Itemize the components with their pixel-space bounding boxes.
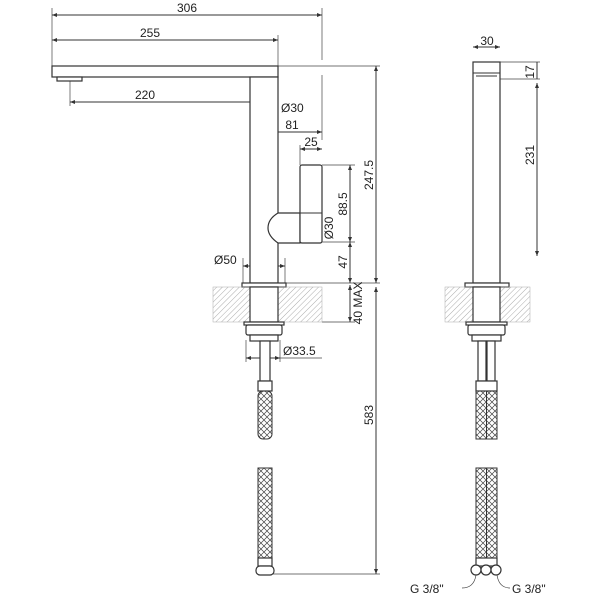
leader-line bbox=[496, 574, 511, 589]
dim-body-diameter: Ø30 bbox=[281, 101, 304, 115]
dim-front-width: 30 bbox=[480, 34, 494, 48]
front-base-flange bbox=[464, 282, 510, 288]
front-shank-end bbox=[471, 334, 502, 342]
hose-connector bbox=[480, 564, 492, 576]
front-countertop-right bbox=[499, 286, 531, 323]
countertop-left bbox=[212, 286, 251, 323]
hose-connector bbox=[490, 564, 502, 576]
front-view: 30 17 231 G 3/8" G 3/8" bbox=[410, 34, 546, 596]
hose-ferrule bbox=[257, 380, 273, 392]
dim-spout-thickness: 17 bbox=[523, 65, 537, 79]
connection-label-right: G 3/8" bbox=[512, 582, 546, 596]
dim-overall-reach: 306 bbox=[177, 1, 197, 15]
dim-base-diameter: Ø50 bbox=[214, 253, 237, 267]
base-flange bbox=[241, 282, 287, 288]
spout bbox=[51, 65, 279, 78]
tap-body bbox=[249, 76, 279, 284]
front-countertop-left bbox=[444, 286, 474, 323]
side-view: 306 255 220 Ø30 81 25 88.5 Ø30 47 247.5 … bbox=[51, 1, 380, 576]
dim-body-to-handle: 81 bbox=[285, 118, 299, 132]
dim-handle-width: 25 bbox=[304, 135, 318, 149]
shank-end bbox=[249, 334, 279, 342]
braided-hose-lower bbox=[257, 467, 273, 559]
handle-hub bbox=[267, 212, 301, 244]
shank bbox=[249, 286, 279, 323]
front-body bbox=[472, 61, 501, 284]
leader-line bbox=[461, 574, 477, 589]
dim-shank-diameter: Ø33.5 bbox=[283, 344, 316, 358]
countertop-right bbox=[277, 286, 323, 323]
dim-handle-height: 88.5 bbox=[336, 192, 350, 216]
front-hose-ferrule bbox=[475, 380, 498, 392]
handle-lever bbox=[299, 164, 323, 244]
mounting-nut bbox=[245, 324, 283, 336]
front-hose-pipe bbox=[477, 340, 487, 382]
braided-hose-upper bbox=[257, 390, 273, 440]
dim-total-height: 247.5 bbox=[362, 160, 376, 190]
hose-ferrule bbox=[257, 557, 273, 567]
connection-label-left: G 3/8" bbox=[410, 582, 444, 596]
front-shank bbox=[472, 286, 501, 323]
dim-outlet-to-body: 220 bbox=[135, 88, 155, 102]
dim-handle-base-height: 47 bbox=[336, 255, 350, 269]
hose-pipe bbox=[259, 340, 271, 382]
aerator bbox=[56, 76, 83, 82]
dim-spout-length: 255 bbox=[140, 26, 160, 40]
hose-connector bbox=[255, 565, 275, 576]
dim-body-height: 231 bbox=[523, 145, 537, 165]
hose-connector bbox=[470, 564, 482, 576]
dim-hose-length: 583 bbox=[362, 405, 376, 425]
front-mounting-nut bbox=[467, 324, 506, 336]
front-hose-pipe bbox=[486, 340, 496, 382]
dim-handle-diameter: Ø30 bbox=[322, 216, 336, 239]
dim-max-counter-thickness: 40 MAX bbox=[351, 282, 365, 325]
